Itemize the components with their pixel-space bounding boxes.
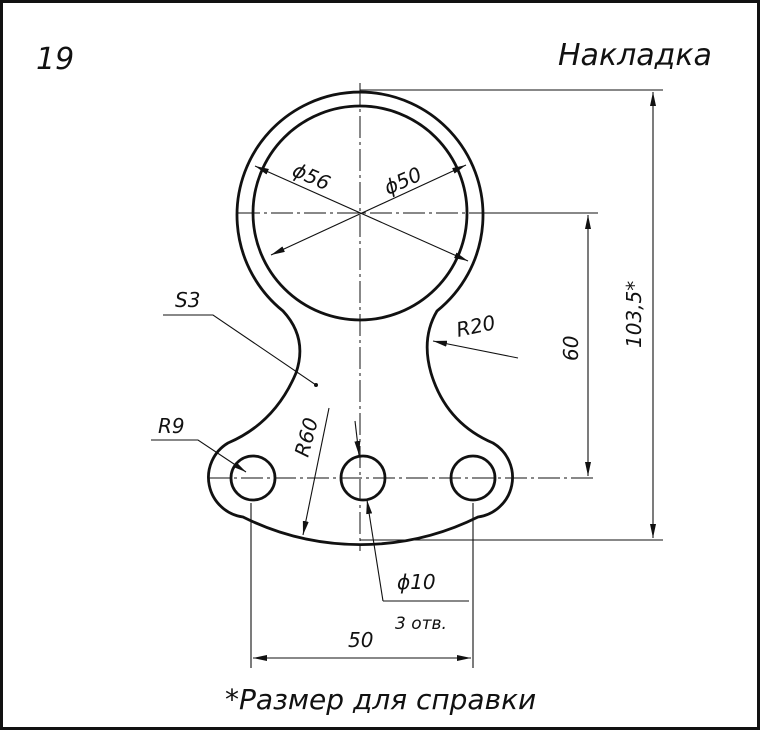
dim-line-inner-diameter <box>270 164 467 256</box>
hole-middle <box>339 454 387 502</box>
label-outer-diameter: ϕ56 <box>289 158 334 196</box>
drawing-number: 19 <box>36 42 74 77</box>
hole-left <box>229 454 277 502</box>
label-hole-count: 3 отв. <box>395 614 447 634</box>
label-overall-height: 103,5* <box>622 281 646 348</box>
leader-bottom-radius <box>302 407 330 536</box>
part-outline <box>207 90 514 546</box>
label-hole-spacing: 50 <box>348 628 373 652</box>
leader-neck-radius <box>432 340 519 359</box>
label-center-distance: 60 <box>559 336 583 361</box>
footnote: *Размер для справки <box>225 683 536 716</box>
label-bottom-radius: R60 <box>290 415 323 459</box>
drawing-title: Накладка <box>558 38 712 73</box>
leader-dot <box>314 383 318 387</box>
label-lug-radius: R9 <box>158 414 185 438</box>
label-neck-radius: R20 <box>454 310 497 342</box>
technical-drawing: ϕ56 ϕ50 R20 S3 R9 R60 60 103,5* 50 ϕ10 3… <box>36 38 712 716</box>
leader-thickness <box>163 314 317 386</box>
hole-right <box>449 454 497 502</box>
leader-lug-radius <box>151 439 247 473</box>
label-hole-diameter: ϕ10 <box>397 570 436 594</box>
arrow-hole-top <box>354 420 361 456</box>
leader-hole-diameter <box>366 499 384 602</box>
label-thickness: S3 <box>175 288 200 312</box>
